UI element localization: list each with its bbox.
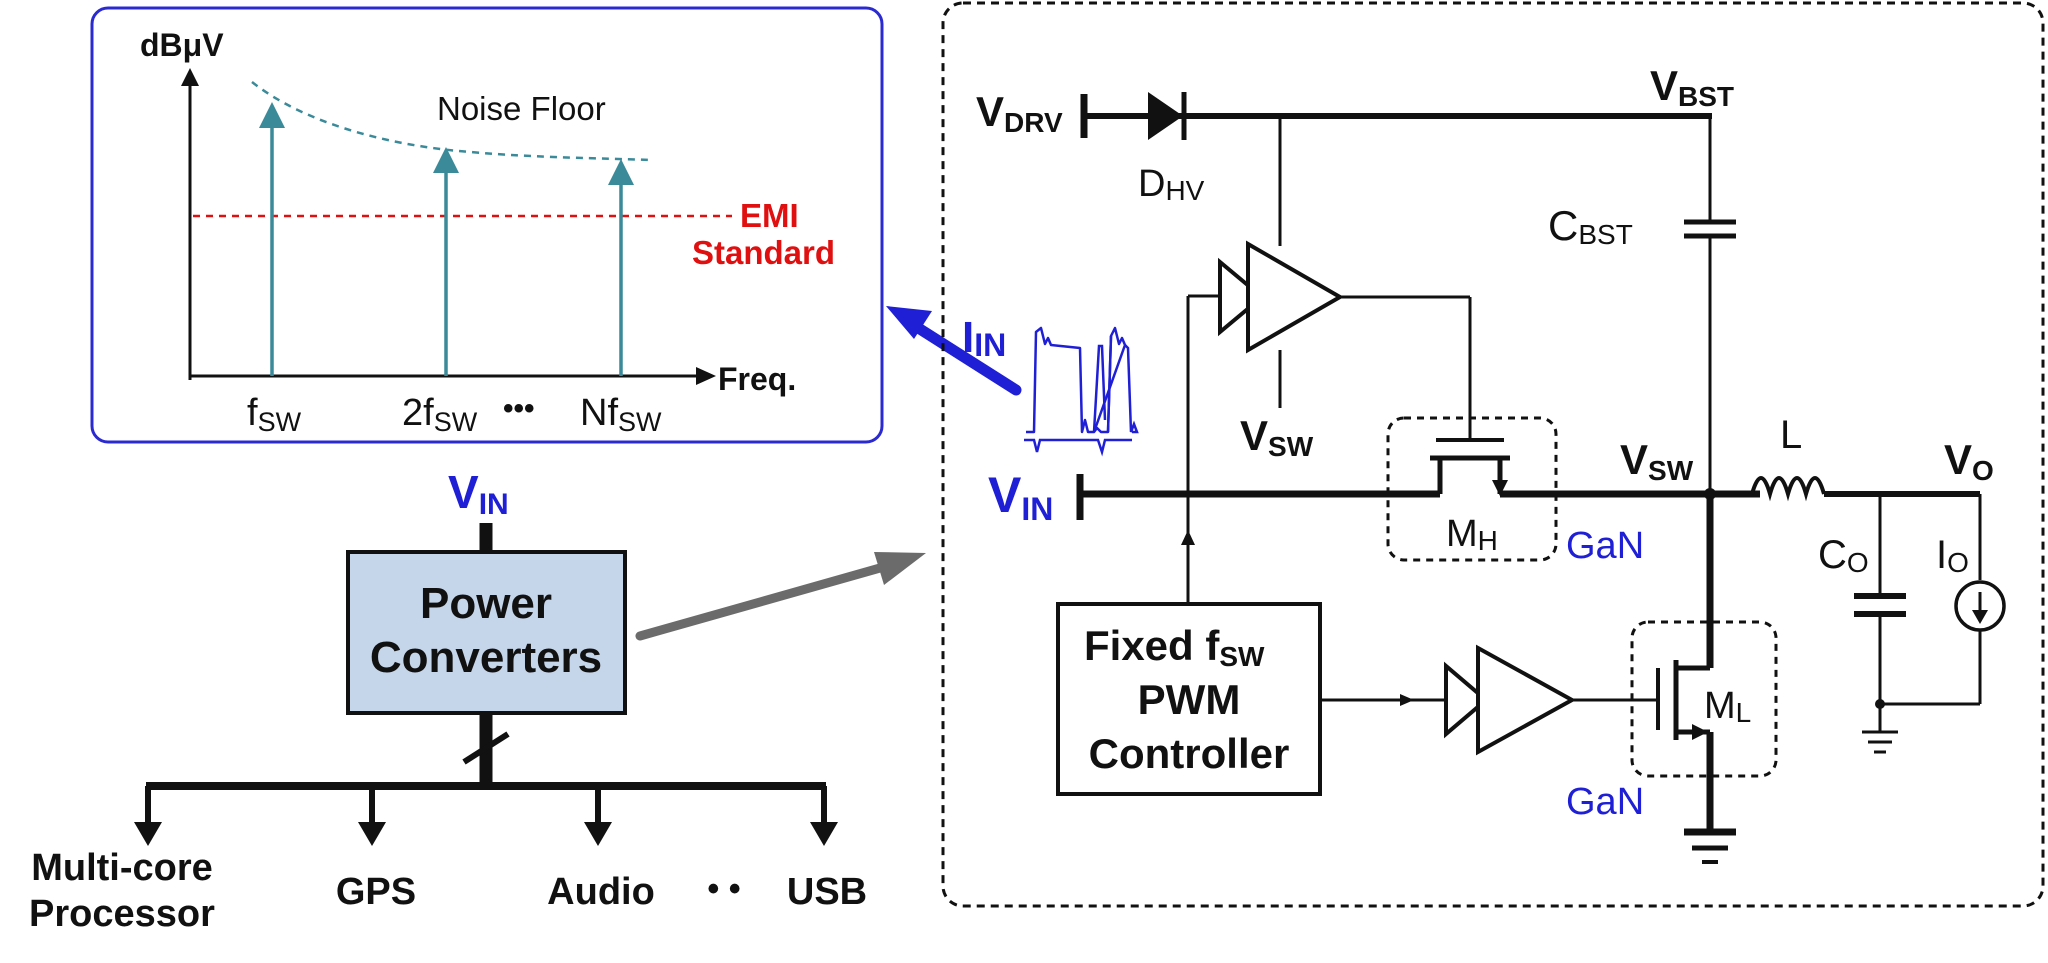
input-current-annotation: IIN	[886, 306, 1139, 457]
power-converters-block	[346, 550, 627, 715]
harmonic-2fsw	[433, 147, 459, 376]
tick-nfsw: NfSW	[580, 392, 662, 437]
harmonic-nfsw-arrowhead	[608, 159, 634, 185]
load-multicore-line2: Processor	[29, 893, 215, 935]
high-side-driver	[1246, 240, 1345, 354]
spectrum-x-axis-label: Freq.	[718, 361, 796, 397]
emi-standard-label-2: Standard	[692, 234, 835, 271]
spectrum-y-axis-arrow	[181, 68, 199, 86]
iin-waveform	[1026, 326, 1127, 434]
system-block: VIN Power Converters Multi-core Processo…	[29, 466, 926, 935]
vsw-driver-label: VSW	[1240, 412, 1314, 462]
circuit-panel: VDRV DHV VBST CBST VSW VIN	[941, 1, 2045, 908]
ls-driver-arrow	[1400, 694, 1414, 706]
load-usb: USB	[787, 871, 867, 913]
co-label: CO	[1818, 533, 1869, 578]
spectrum-y-axis-label: dBμV	[140, 27, 224, 63]
power-converters-line1: Power	[420, 579, 552, 628]
inductor-label: L	[1780, 413, 1802, 457]
load-drops	[145, 786, 827, 826]
controller-up-arrow	[1181, 530, 1195, 545]
ml-dashed-box	[1630, 620, 1778, 778]
spectrum-x-axis-arrow	[696, 367, 716, 385]
io-arrow-head	[1972, 610, 1988, 624]
harmonic-fsw-arrowhead	[259, 102, 285, 128]
load-gps: GPS	[336, 871, 416, 913]
controller-line1: Fixed fSW	[1084, 622, 1265, 672]
low-side-driver	[1476, 644, 1577, 756]
iin-arrow-head	[886, 306, 932, 339]
vsw-node-label: VSW	[1620, 436, 1694, 486]
system-vin-label: VIN	[448, 466, 509, 521]
harmonic-2fsw-arrowhead	[433, 147, 459, 173]
vdrv-label: VDRV	[976, 88, 1063, 138]
pwm-controller-block	[1056, 602, 1322, 796]
noise-floor-curve	[251, 81, 651, 162]
io-label: IO	[1936, 533, 1969, 578]
mh-dashed-box	[1386, 416, 1558, 562]
harmonic-nfsw	[608, 159, 634, 376]
controller-line3: Controller	[1089, 730, 1290, 777]
mh-source-arrow	[1492, 480, 1508, 496]
zoom-arrow-head	[874, 552, 926, 585]
load-multicore-line1: Multi-core	[31, 847, 213, 889]
ml-label: ML	[1704, 685, 1751, 728]
gan-high-label: GaN	[1566, 525, 1644, 567]
dhv-diode-triangle	[1148, 92, 1183, 140]
low-side-driver-back	[1444, 661, 1490, 739]
tick-2fsw: 2fSW	[402, 392, 478, 437]
bus-width-slash	[462, 731, 510, 765]
controller-line2: PWM	[1138, 676, 1241, 723]
inductor-l	[1750, 476, 1826, 502]
ml-ground-symbol	[1684, 828, 1736, 864]
ml-source-arrow	[1692, 724, 1708, 740]
vo-label: VO	[1944, 436, 1994, 486]
spectrum-panel-border	[90, 6, 884, 444]
gan-low-label: GaN	[1566, 781, 1644, 823]
mh-label: MH	[1446, 513, 1498, 556]
spectrum-panel: dBμV Freq. Noise Floor EMI Standard fSW …	[90, 6, 884, 444]
vbst-label: VBST	[1650, 62, 1734, 112]
noise-floor-label: Noise Floor	[437, 90, 606, 127]
power-converters-line2: Converters	[370, 633, 602, 682]
tick-ellipsis: •••	[503, 392, 535, 425]
zoom-arrow-shaft	[635, 563, 885, 641]
dhv-label: DHV	[1138, 163, 1205, 206]
harmonic-fsw	[259, 102, 285, 376]
cbst-label: CBST	[1548, 202, 1633, 250]
tick-fsw: fSW	[247, 392, 302, 437]
load-audio: Audio	[547, 871, 655, 913]
iin-arrow-shaft	[906, 318, 1022, 396]
load-arrowheads	[134, 822, 838, 846]
vin-label: VIN	[988, 467, 1053, 527]
emi-standard-label-1: EMI	[740, 197, 799, 234]
load-ellipsis: • •	[707, 870, 740, 908]
iin-label: IIN	[962, 313, 1006, 363]
co-ground-symbol	[1862, 730, 1898, 754]
